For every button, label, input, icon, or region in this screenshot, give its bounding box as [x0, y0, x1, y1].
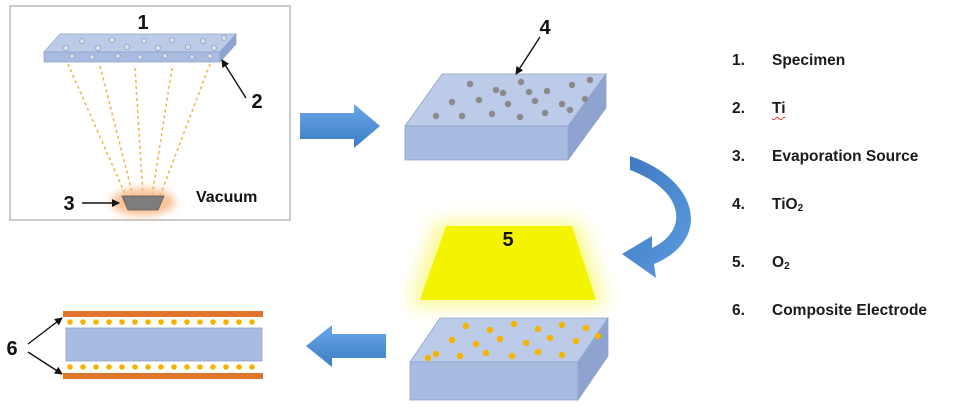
- legend-item-ti: 2. Ti: [732, 100, 968, 126]
- vacuum-chamber-panel: 1 2 3 Vacuum: [9, 5, 291, 221]
- label-2: 2: [251, 91, 262, 113]
- label-6: 6: [6, 338, 17, 360]
- legend-item-o2: 5. O2: [732, 254, 968, 280]
- label-5: 5: [502, 229, 513, 251]
- legend-item-tio2: 4. TiO2: [732, 196, 968, 222]
- legend-subscript: 2: [797, 203, 804, 214]
- legend-item-specimen: 1. Specimen: [732, 52, 968, 78]
- ti-particles: [63, 35, 227, 60]
- label-4: 4: [539, 17, 551, 39]
- gold-coated-slab: [409, 316, 609, 402]
- legend-number: 1.: [732, 52, 745, 69]
- legend-text: TiO2: [772, 196, 804, 214]
- legend-text: Ti: [772, 100, 786, 117]
- electrode-pointer-bottom: [27, 351, 63, 375]
- evaporation-beams: [67, 63, 211, 197]
- o2-light: [420, 226, 596, 300]
- legend-number: 5.: [732, 254, 745, 271]
- electrode-core: [65, 327, 263, 362]
- gold-particles: [424, 320, 602, 362]
- legend: 1. Specimen 2. Ti 3. Evaporation Source …: [732, 52, 968, 342]
- legend-number: 4.: [732, 196, 745, 213]
- tio2-slab: 4: [404, 17, 607, 162]
- electrode-gold-particles: [67, 319, 255, 370]
- electrode-bottom-layer: [63, 373, 263, 379]
- legend-subscript: 2: [784, 261, 790, 272]
- ti-pointer-line: [221, 59, 247, 99]
- flow-arrow-left: [306, 325, 386, 367]
- legend-number: 2.: [732, 100, 745, 117]
- legend-item-evaporation-source: 3. Evaporation Source: [732, 148, 968, 174]
- vacuum-label: Vacuum: [196, 189, 257, 206]
- legend-item-composite-electrode: 6. Composite Electrode: [732, 302, 968, 328]
- electrode-pointer-top: [27, 317, 63, 345]
- legend-number: 6.: [732, 302, 745, 319]
- legend-text: Evaporation Source: [772, 148, 919, 165]
- flow-arrow-curved: [622, 156, 691, 278]
- flow-arrow-right: [300, 104, 380, 148]
- legend-text: Composite Electrode: [772, 302, 928, 319]
- tio2-pointer-line: [515, 36, 541, 75]
- specimen-slab: [43, 32, 237, 64]
- label-3: 3: [63, 193, 74, 215]
- o2-exposure: 5: [410, 222, 606, 306]
- legend-text: Specimen: [772, 52, 846, 69]
- evaporation-source: [111, 188, 175, 216]
- composite-electrode: 6: [6, 311, 263, 379]
- electrode-top-layer: [63, 311, 263, 317]
- label-1: 1: [137, 12, 148, 34]
- legend-number: 3.: [732, 148, 745, 165]
- tio2-particles: [432, 76, 594, 121]
- legend-text: O2: [772, 254, 790, 272]
